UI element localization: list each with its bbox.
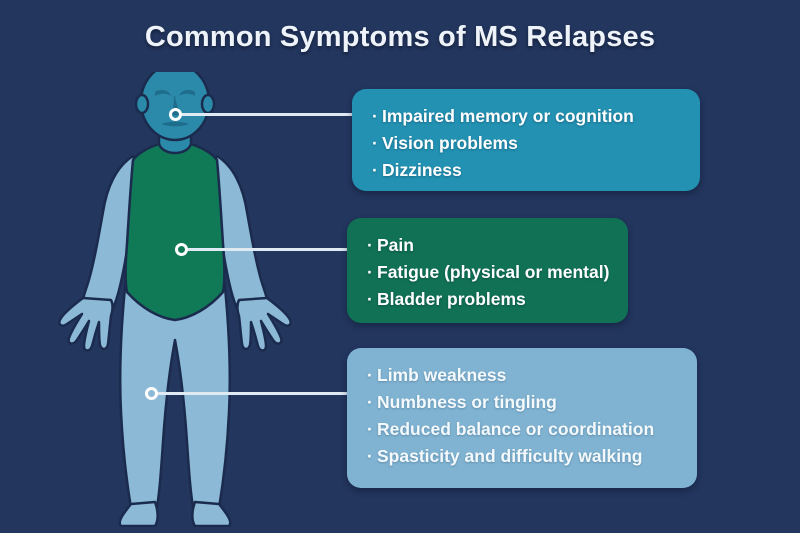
bullet-icon: · — [367, 365, 373, 385]
page-title: Common Symptoms of MS Relapses — [144, 21, 656, 53]
list-item: ·Fatigue (physical or mental) — [367, 259, 610, 286]
symptom-label: Pain — [377, 235, 414, 255]
right-hand-shape — [236, 296, 292, 352]
list-item: ·Pain — [367, 232, 608, 259]
left-ear-shape — [134, 93, 150, 115]
list-item: ·Dizziness — [372, 157, 680, 184]
symptom-label: Fatigue (physical or mental) — [377, 262, 610, 282]
list-item: ·Reduced balance or coordination — [367, 416, 677, 443]
shirt-shape — [124, 142, 226, 322]
bullet-icon: · — [372, 133, 378, 153]
bullet-icon: · — [367, 446, 373, 466]
legs-shape — [119, 266, 231, 520]
symptom-label: Bladder problems — [377, 289, 526, 309]
right-ear-shape — [200, 93, 216, 115]
connector-dot-torso — [175, 243, 188, 256]
list-item: ·Numbness or tingling — [367, 389, 677, 416]
symptom-label: Vision problems — [382, 133, 518, 153]
bullet-icon: · — [367, 289, 373, 309]
bullet-icon: · — [367, 235, 373, 255]
left-eyebrow-shape — [155, 89, 171, 96]
connector-line-torso — [186, 248, 352, 251]
symptom-label: Numbness or tingling — [377, 392, 557, 412]
list-item: ·Spasticity and difficulty walking — [367, 443, 677, 470]
list-item: ·Limb weakness — [367, 362, 677, 389]
connector-dot-leg — [145, 387, 158, 400]
bullet-icon: · — [367, 262, 373, 282]
left-foot-shape — [118, 500, 159, 527]
symptom-label: Reduced balance or coordination — [377, 419, 655, 439]
systemic-symptoms-box: ·Pain ·Fatigue (physical or mental) ·Bla… — [347, 218, 628, 323]
motor-symptoms-box: ·Limb weakness ·Numbness or tingling ·Re… — [347, 348, 697, 488]
left-hand-shape — [58, 296, 114, 352]
connector-dot-head — [169, 108, 182, 121]
mouth-shape — [161, 121, 189, 127]
list-item: ·Bladder problems — [367, 286, 608, 313]
bullet-icon: · — [367, 392, 373, 412]
connector-line-leg — [156, 392, 352, 395]
bullet-icon: · — [372, 160, 378, 180]
right-eyebrow-shape — [179, 89, 195, 96]
list-item: ·Vision problems — [372, 130, 680, 157]
connector-line-head — [180, 113, 356, 116]
list-item: ·Impaired memory or cognition — [372, 103, 680, 130]
symptom-label: Impaired memory or cognition — [382, 106, 634, 126]
symptom-label: Spasticity and difficulty walking — [377, 446, 643, 466]
symptom-label: Dizziness — [382, 160, 462, 180]
cognitive-symptoms-box: ·Impaired memory or cognition ·Vision pr… — [352, 89, 700, 191]
bullet-icon: · — [372, 106, 378, 126]
symptom-label: Limb weakness — [377, 365, 507, 385]
human-body-illustration — [55, 72, 305, 527]
right-foot-shape — [191, 500, 232, 527]
bullet-icon: · — [367, 419, 373, 439]
